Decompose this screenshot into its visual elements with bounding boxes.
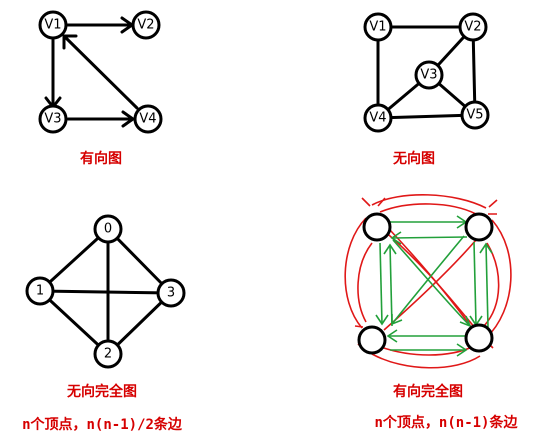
arrowhead-v4 xyxy=(121,110,136,128)
node-v1-label: V1 xyxy=(44,18,61,33)
node-v1 xyxy=(363,12,393,42)
complete-directed-edge-count: n个顶点，n(n-1)条边 xyxy=(374,414,518,431)
green-arrows xyxy=(375,215,493,357)
arrowhead-v1 xyxy=(62,34,78,50)
edge-1-2 xyxy=(38,289,110,356)
node-v2 xyxy=(458,12,488,42)
node-v3-label: V3 xyxy=(44,112,61,127)
edge-1-3 xyxy=(38,289,173,295)
directed-graph: V1 V2 V3 V4 有向图 xyxy=(38,10,163,167)
edge-v2-v5 xyxy=(471,25,477,117)
edge-0-3 xyxy=(106,227,173,295)
node-v4 xyxy=(133,104,163,134)
node-bottom-left xyxy=(357,325,387,355)
node-3-label: 3 xyxy=(167,286,175,301)
edge-v4-v5 xyxy=(376,113,477,120)
node-v2-label: V2 xyxy=(137,18,154,33)
node-v5 xyxy=(460,100,490,130)
node-v3-label: V3 xyxy=(420,68,437,83)
node-v1-label: V1 xyxy=(369,20,386,35)
complete-directed-graph: 有向完全图 n个顶点，n(n-1)条边 xyxy=(344,194,518,431)
node-0-label: 0 xyxy=(104,222,112,237)
node-2 xyxy=(93,339,123,369)
node-v5-label: V5 xyxy=(466,108,483,123)
node-0 xyxy=(93,214,123,244)
node-v4-label: V4 xyxy=(139,112,156,127)
node-v2-label: V2 xyxy=(464,20,481,35)
directed-caption: 有向图 xyxy=(80,150,122,167)
node-v3 xyxy=(414,60,444,90)
complete-directed-caption: 有向完全图 xyxy=(393,383,463,400)
node-top-right xyxy=(464,212,494,242)
node-v1 xyxy=(38,10,68,40)
node-2-label: 2 xyxy=(104,347,112,362)
edge-3-2 xyxy=(106,291,173,356)
node-v2 xyxy=(131,10,161,40)
node-top-left xyxy=(362,212,392,242)
node-3 xyxy=(156,278,186,308)
node-1 xyxy=(25,276,55,306)
undirected-graph: V1 V2 V3 V4 V5 无向图 xyxy=(363,12,490,167)
complete-undirected-caption: 无向完全图 xyxy=(66,383,137,400)
node-bottom-right xyxy=(464,323,494,353)
undirected-caption: 无向图 xyxy=(392,150,435,167)
complete-undirected-graph: 0 1 3 2 无向完全图 n个顶点，n(n-1)/2条边 xyxy=(22,214,186,433)
node-1-label: 1 xyxy=(36,284,44,299)
edge-v4-v1 xyxy=(62,34,139,110)
node-v3 xyxy=(38,104,68,134)
complete-undirected-edge-count: n个顶点，n(n-1)/2条边 xyxy=(22,416,183,433)
node-v4-label: V4 xyxy=(369,111,386,126)
node-v4 xyxy=(363,103,393,133)
edge-0-1 xyxy=(38,227,110,293)
